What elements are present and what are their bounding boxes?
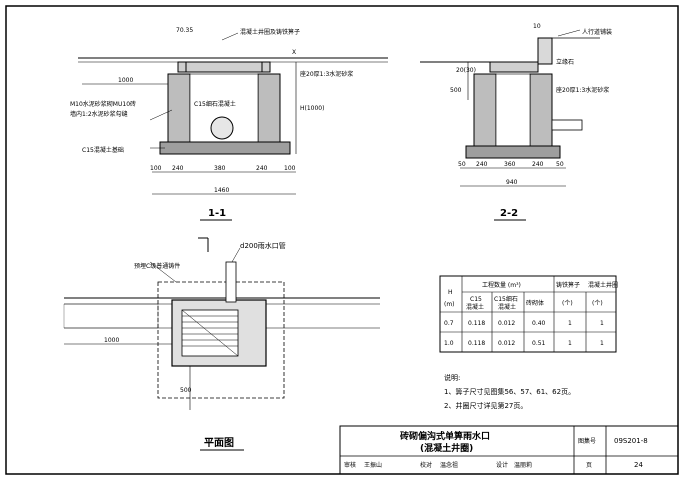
section-1-1-dim-2: 380: [214, 165, 226, 172]
title-block: [339, 425, 679, 475]
review-label: 审核: [344, 461, 356, 469]
section-2-2-side-dim: 500: [450, 87, 462, 94]
table-frame-unit: (个): [592, 300, 603, 307]
check-label: 校对: [420, 461, 432, 469]
section-2-2-road-label: 人行道铺装: [582, 28, 612, 36]
plan-cover-label: 预埋C级普通铸件: [134, 262, 180, 270]
plan-view: [63, 237, 380, 410]
section-1-1-base-label: C15混凝土基础: [82, 146, 124, 154]
plan-dim-500: 500: [180, 387, 192, 394]
table-r0-c0: 0.7: [444, 320, 454, 327]
table-r1-c3: 0.51: [532, 340, 546, 347]
table-c15a: C15: [470, 296, 482, 303]
section-2-2-total: 940: [506, 179, 518, 186]
section-2-2-plaster-label: 座20厚1:3水泥砂浆: [556, 86, 609, 94]
plan-dim-1000: 1000: [104, 337, 119, 344]
section-1-1-plaster-label: 座20厚1:3水泥砂浆: [300, 70, 353, 78]
table-unit-col: (m): [444, 301, 455, 308]
table-r1-c4: 1: [568, 340, 572, 347]
table-r1-c2: 0.012: [498, 340, 515, 347]
atlas-no: 09S201-8: [614, 437, 648, 445]
table-r0-c4: 1: [568, 320, 572, 327]
section-1-1-grate-label: 混凝土井圈及铸铁箅子: [240, 28, 300, 36]
table-c15b-sub: 混凝土: [498, 303, 516, 311]
page-no: 24: [634, 461, 643, 469]
table-r0-c5: 1: [600, 320, 604, 327]
notes-title: 说明:: [444, 373, 460, 382]
plan-pipe-label: d200雨水口管: [240, 241, 286, 250]
section-1-1-dim-3: 240: [256, 165, 268, 172]
table-grate-unit: (个): [562, 300, 573, 307]
section-1-1-dim-4: 100: [284, 165, 296, 172]
table-r1-c0: 1.0: [444, 340, 454, 347]
table-r0-c3: 0.40: [532, 320, 546, 327]
section-2-2-vert-dim: 20(30): [456, 67, 476, 74]
section-1-1-pipe-label: C15细石混凝土: [194, 100, 236, 108]
section-2-2: [420, 29, 600, 187]
section-2-2-dim-4: 50: [556, 161, 564, 168]
section-2-2-dim-1: 240: [476, 161, 488, 168]
title-line-2: (混凝土井圈): [420, 442, 473, 454]
section-1-1-wall-label-2: 墙内1:2水泥砂浆勾缝: [70, 110, 128, 118]
section-1-1-dim-0: 100: [150, 165, 162, 172]
section-1-1-x-mark: X: [292, 49, 296, 56]
table-c15a-sub: 混凝土: [466, 303, 484, 311]
designer-name: 温丽莉: [514, 461, 532, 469]
section-2-2-curb-label: 立缘石: [556, 58, 574, 66]
table-frame-header: 混凝土井圈: [588, 281, 618, 289]
section-1-1-dim-1: 240: [172, 165, 184, 172]
design-label: 设计: [496, 461, 508, 469]
section-1-1-top-dim: 70.35: [176, 27, 193, 34]
table-brick: 砖砌体: [526, 299, 544, 307]
table-r0-c1: 0.118: [468, 320, 485, 327]
section-2-2-dim-0: 50: [458, 161, 466, 168]
section-2-2-top-dim: 10: [533, 23, 541, 30]
table-grate-header: 铸铁箅子: [556, 281, 580, 289]
title-line-1: 砖砌偏沟式单箅雨水口: [400, 430, 490, 442]
table-h-col: H: [448, 289, 453, 296]
section-2-2-dim-3: 240: [532, 161, 544, 168]
section-1-1-width-1000: 1000: [118, 77, 133, 84]
notes-item-2: 2、井圈尺寸详见第27页。: [444, 401, 527, 410]
table-r1-c5: 1: [600, 340, 604, 347]
table-r0-c2: 0.012: [498, 320, 515, 327]
page-label: 页: [586, 462, 592, 469]
atlas-label: 图集号: [578, 437, 596, 445]
checker-name: 温念祖: [440, 461, 458, 469]
section-1-1-h-label: H(1000): [300, 105, 324, 112]
reviewer-name: 王振山: [364, 461, 382, 469]
table-c15b: C15细石: [494, 295, 518, 303]
section-1-1-total: 1460: [214, 187, 229, 194]
quantity-table: [439, 275, 617, 353]
plan-title: 平面图: [204, 437, 234, 449]
section-1-1-label: 1-1: [208, 208, 226, 219]
section-1-1: [78, 32, 388, 195]
table-r1-c1: 0.118: [468, 340, 485, 347]
table-qty-header: 工程数量 (m³): [482, 281, 521, 289]
section-2-2-dim-2: 360: [504, 161, 516, 168]
section-1-1-wall-label-1: M10水泥砂浆砌MU10砖: [70, 100, 136, 108]
section-2-2-label: 2-2: [500, 208, 518, 219]
notes-item-1: 1、箅子尺寸见图集56、57、61、62页。: [444, 387, 575, 396]
